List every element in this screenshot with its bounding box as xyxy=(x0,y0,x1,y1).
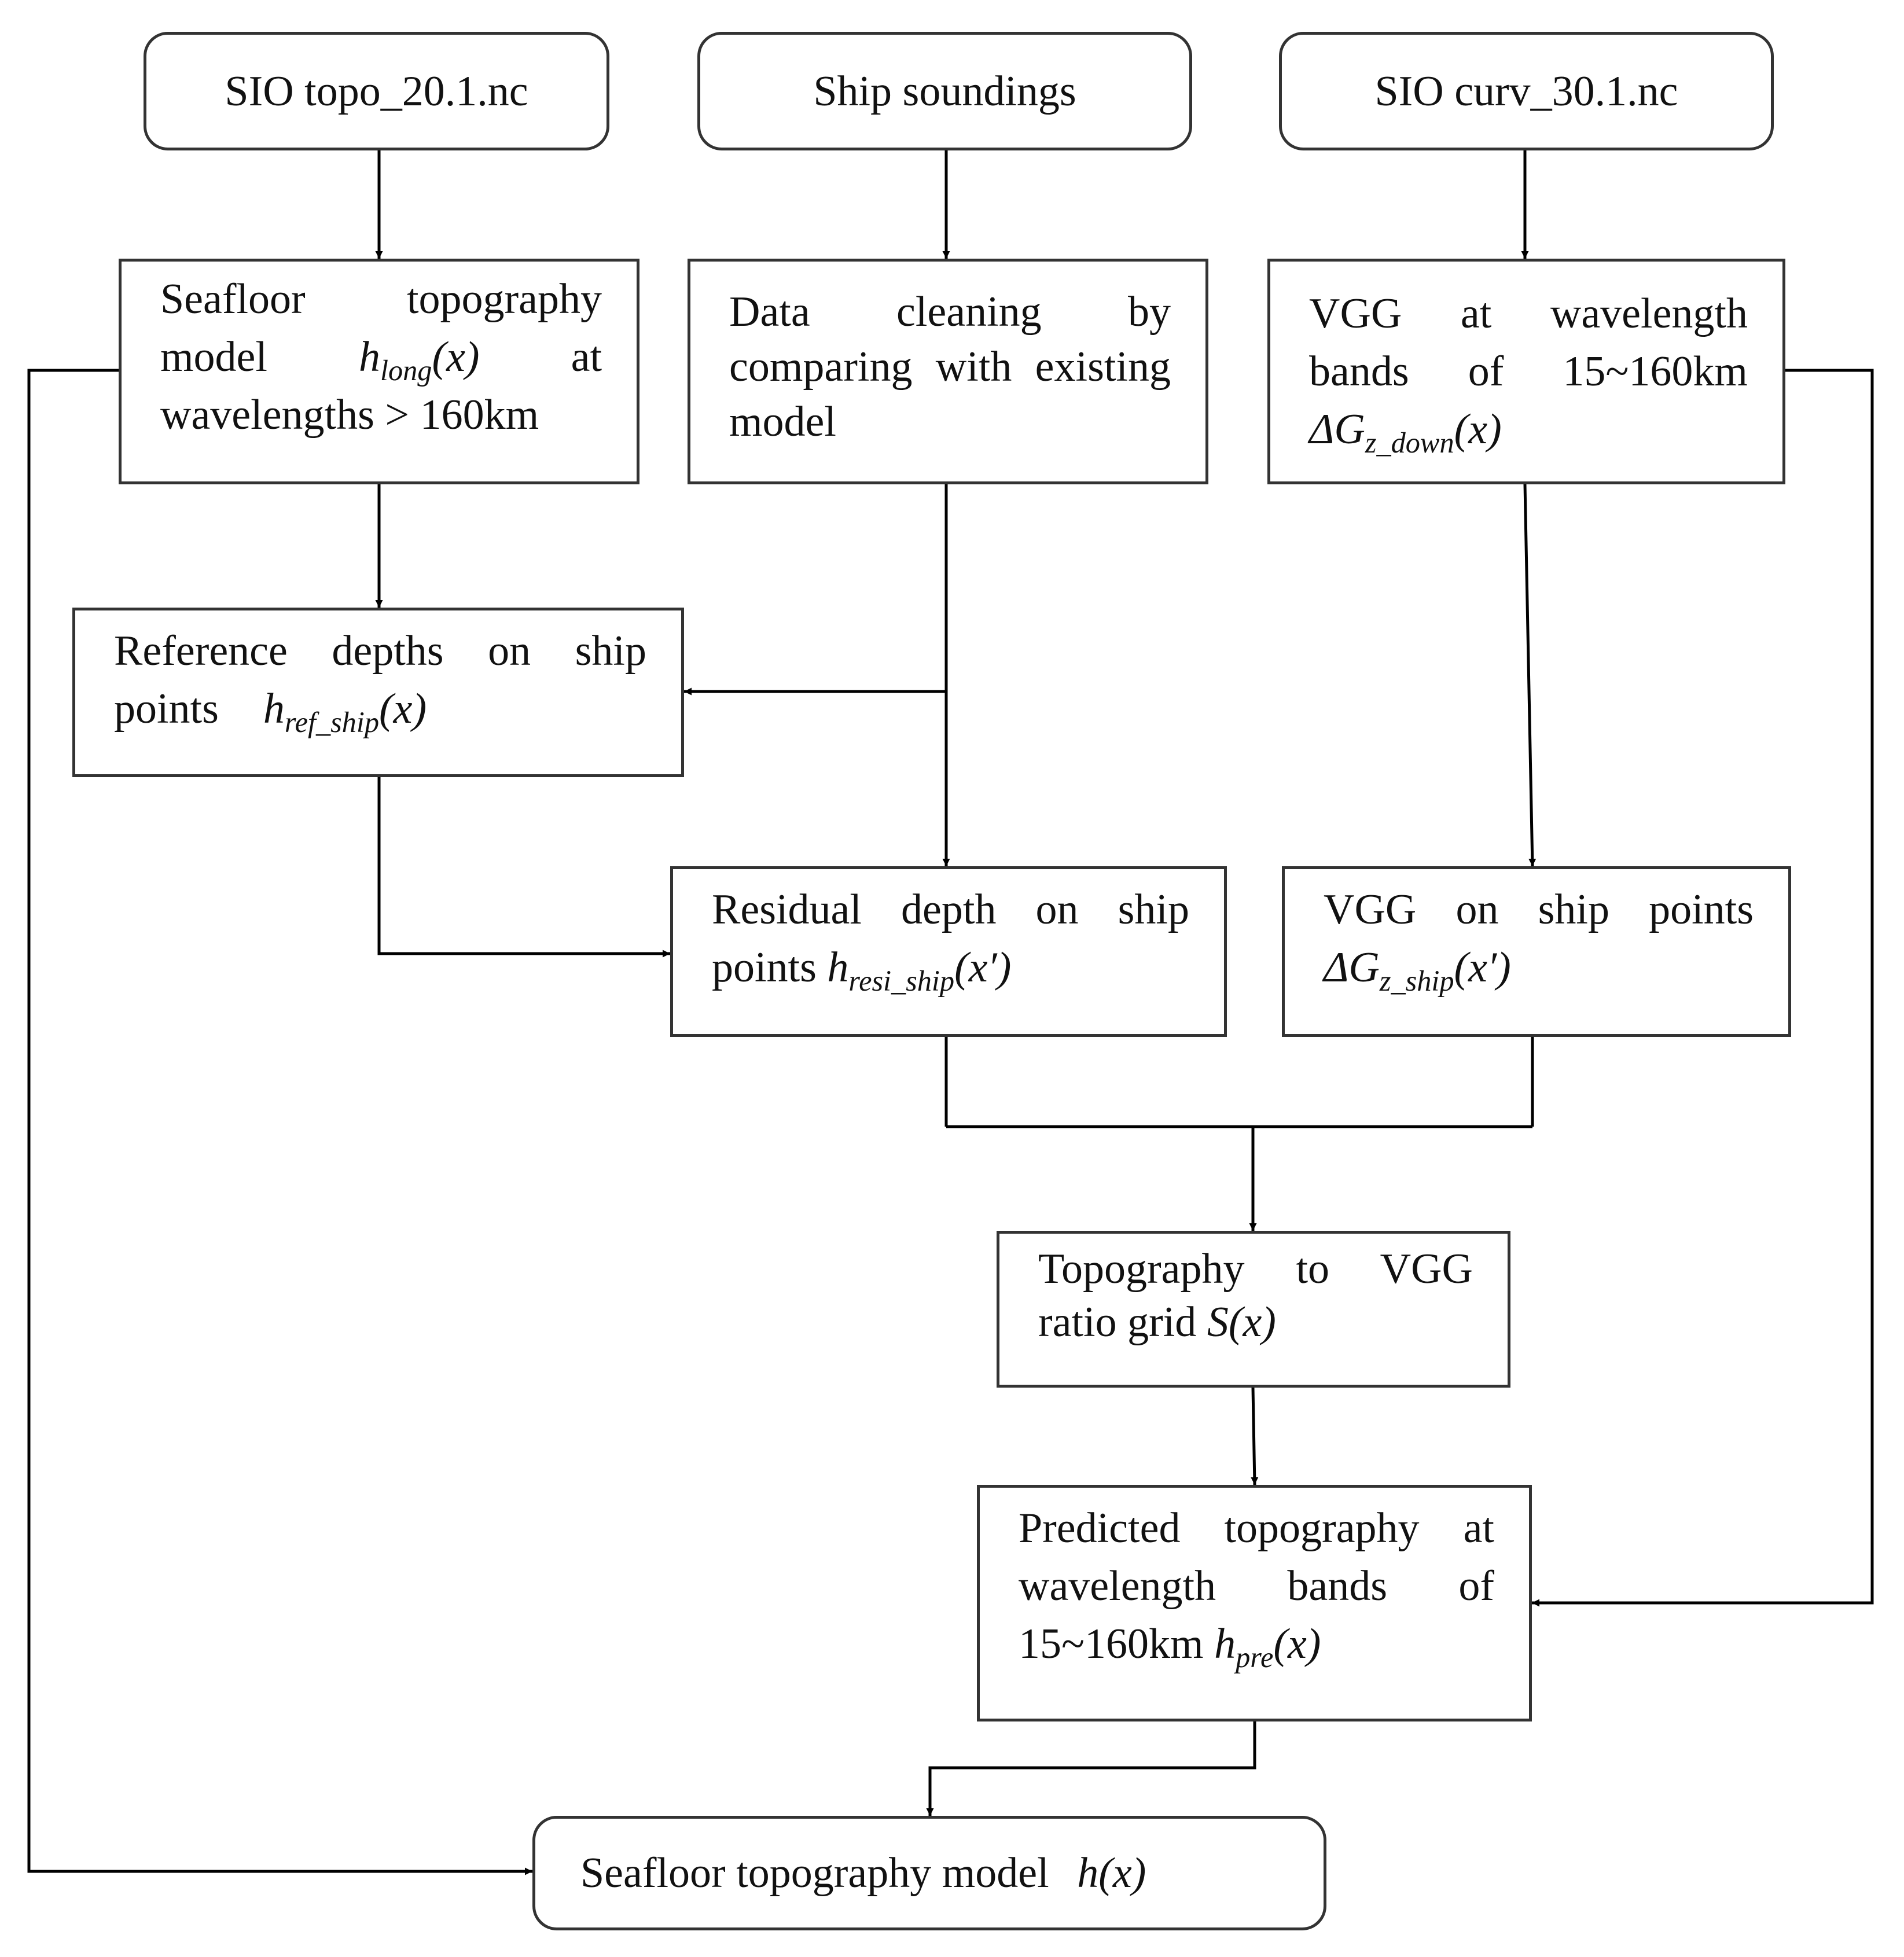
math-h-resi-ship: hresi_ship(x′) xyxy=(827,944,1012,998)
node-sio-topo: SIO topo_20.1.nc xyxy=(144,32,609,150)
math-h-pre: hpre(x) xyxy=(1214,1620,1321,1674)
node-ship-soundings: Ship soundings xyxy=(697,32,1192,150)
node-seafloor-long-text-after: at wavelengths > 160km xyxy=(160,333,602,439)
math-h-ref-ship: href_ship(x) xyxy=(263,685,427,739)
node-vgg-bands: VGG at wavelength bands of 15~160km ΔGz_… xyxy=(1267,259,1785,484)
arrow-reference-to-residual xyxy=(377,777,670,958)
math-h-x: h(x) xyxy=(1077,1849,1146,1897)
arrow-vggbands-to-predicted xyxy=(1532,369,1874,1607)
node-predicted: Predicted topography at wavelength bands… xyxy=(977,1485,1532,1721)
node-data-cleaning-text: Data cleaning by comparing with existing… xyxy=(729,288,1171,446)
arrow-vggbands-to-vggship xyxy=(1523,484,1537,867)
math-h-long: hlong(x) xyxy=(358,333,480,387)
node-residual-depth: Residual depth on ship points hresi_ship… xyxy=(670,866,1227,1037)
node-sio-topo-label: SIO topo_20.1.nc xyxy=(225,67,528,115)
arrow-predicted-to-final xyxy=(926,1721,1256,1816)
node-final-model-text: Seafloor topography model xyxy=(580,1849,1049,1897)
node-ratio-grid: Topography to VGG ratio grid S(x) xyxy=(997,1231,1510,1388)
node-sio-curv-label: SIO curv_30.1.nc xyxy=(1374,67,1678,115)
node-vgg-bands-text: VGG at wavelength bands of 15~160km xyxy=(1309,290,1748,395)
node-seafloor-long: Seafloor topography model hlong(x) at wa… xyxy=(119,259,639,484)
math-delta-gz-ship: ΔGz_ship(x′) xyxy=(1324,944,1511,998)
node-reference-depths-text: Reference depths on ship points xyxy=(114,627,646,733)
node-ratio-grid-text: Topography to VGG ratio grid xyxy=(1038,1245,1473,1346)
node-vgg-ship-text: VGG on ship points xyxy=(1324,886,1754,933)
node-residual-depth-text: Residual depth on ship points xyxy=(712,886,1189,991)
node-vgg-ship: VGG on ship points ΔGz_ship(x′) xyxy=(1282,866,1791,1037)
node-predicted-text: Predicted topography at wavelength bands… xyxy=(1019,1504,1494,1668)
math-delta-gz-down: ΔGz_down(x) xyxy=(1309,406,1502,459)
math-s-x: S(x) xyxy=(1207,1298,1276,1346)
node-data-cleaning: Data cleaning by comparing with existing… xyxy=(688,259,1208,484)
node-sio-curv: SIO curv_30.1.nc xyxy=(1279,32,1774,150)
node-final-model: Seafloor topography model h(x) xyxy=(532,1816,1326,1930)
node-seafloor-long-text: Seafloor topography model xyxy=(160,275,602,381)
arrow-longmodel-to-final xyxy=(27,369,532,1875)
arrow-ratio-to-predicted xyxy=(1251,1387,1259,1485)
node-reference-depths: Reference depths on ship points href_shi… xyxy=(72,608,684,777)
node-ship-soundings-label: Ship soundings xyxy=(813,67,1076,115)
